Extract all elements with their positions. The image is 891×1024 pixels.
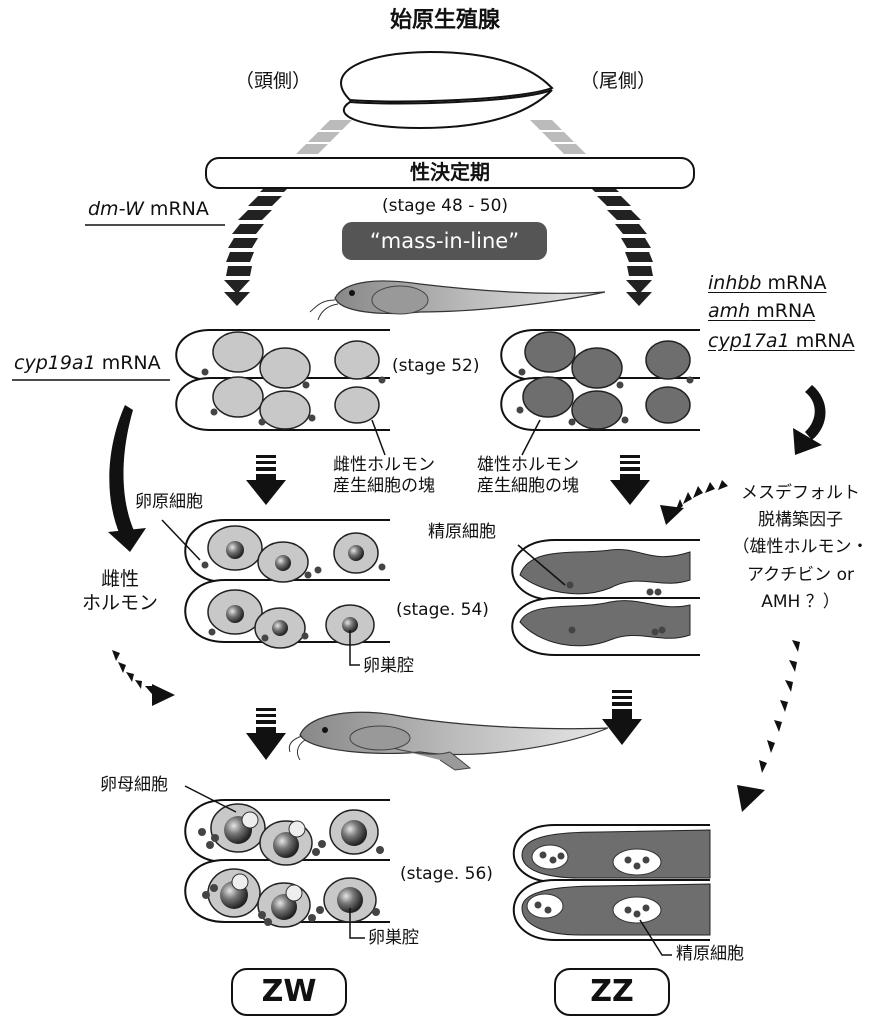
curved-arrow-estrogen bbox=[108, 405, 146, 552]
ovarian-cavity-label-1: 卵巣腔 bbox=[363, 656, 414, 676]
label-cranial-side: （頭側） bbox=[235, 70, 312, 92]
gonad-male-stage56 bbox=[512, 824, 711, 941]
stage-52-label: (stage 52) bbox=[392, 356, 480, 376]
callout-lines-54 bbox=[161, 519, 566, 666]
female-hormone-cluster-label: 雌性ホルモン 産生細胞の塊 bbox=[318, 455, 450, 498]
dm-w-label: dm-W mRNA bbox=[88, 198, 209, 222]
spermatogonia-label-bottom: 精原細胞 bbox=[676, 944, 744, 964]
estrogen-line2: ホルモン bbox=[81, 591, 158, 614]
chevron-arrow-dark-right bbox=[585, 182, 653, 306]
factor-line4: アクチビン or bbox=[747, 564, 854, 585]
cyp17a1-suffix: mRNA bbox=[789, 330, 855, 352]
female-default-deconstruction-factor-label: メスデフォルト 脱構築因子 （雄性ホルモン・ アクチビン or AMH ？） bbox=[718, 480, 883, 616]
sex-determination-period-label: 性決定期 bbox=[410, 160, 490, 184]
tadpole-illustration-small bbox=[309, 280, 606, 321]
estrogen-label: 雌性 ホルモン bbox=[70, 568, 170, 616]
gonad-female-stage56 bbox=[184, 799, 390, 928]
cyp17a1-gene: cyp17a1 bbox=[708, 330, 790, 352]
label-caudal-side: （尾側） bbox=[580, 70, 657, 92]
inhbb-label: inhbb mRNA bbox=[708, 272, 826, 296]
female-cluster-line1: 雌性ホルモン bbox=[333, 455, 435, 475]
striped-arrow-factor bbox=[660, 480, 728, 525]
ovarian-cavity-label-2: 卵巣腔 bbox=[368, 928, 419, 948]
chevron-arrow-dark-left bbox=[224, 182, 294, 306]
chevron-arrow-light-left bbox=[296, 120, 352, 154]
mass-in-line-box: “mass-in-line” bbox=[342, 222, 547, 260]
male-cluster-line1: 雄性ホルモン bbox=[477, 455, 579, 475]
estrogen-line1: 雌性 bbox=[100, 568, 139, 590]
dm-w-suffix: mRNA bbox=[143, 198, 209, 220]
male-hormone-cluster-label: 雄性ホルモン 産生細胞の塊 bbox=[462, 455, 594, 498]
stage-54-label: (stage. 54) bbox=[396, 600, 489, 620]
genotype-zw-label: ZW bbox=[261, 974, 317, 1009]
callout-lines-56 bbox=[184, 785, 672, 956]
mass-in-line-label: “mass-in-line” bbox=[369, 229, 520, 253]
gonad-male-stage52 bbox=[500, 329, 700, 431]
cyp19a1-label: cyp19a1 mRNA bbox=[14, 352, 161, 376]
primordial-gonad bbox=[340, 50, 554, 130]
stage-48-50-label: (stage 48 - 50) bbox=[381, 196, 509, 216]
factor-line2: 脱構築因子 bbox=[758, 510, 843, 531]
block-arrow-down-right-1 bbox=[610, 455, 650, 505]
oocyte-label: 卵母細胞 bbox=[100, 775, 168, 795]
chevron-arrow-light-right bbox=[530, 120, 586, 154]
male-cluster-line2: 産生細胞の塊 bbox=[477, 476, 579, 497]
block-arrow-down-left-1 bbox=[246, 455, 286, 505]
gonad-male-stage54 bbox=[511, 539, 700, 656]
female-cluster-line2: 産生細胞の塊 bbox=[333, 476, 435, 497]
amh-gene: amh bbox=[708, 300, 751, 322]
inhbb-suffix: mRNA bbox=[761, 272, 827, 294]
sex-determination-period-box: 性決定期 bbox=[205, 157, 695, 189]
genotype-zz-label: ZZ bbox=[590, 974, 634, 1009]
primordial-gonad-title: 始原生殖腺 bbox=[389, 8, 500, 33]
gonad-female-stage52 bbox=[175, 329, 390, 431]
cyp17a1-label: cyp17a1 mRNA bbox=[708, 330, 855, 354]
striped-arrow-long-right bbox=[737, 640, 800, 812]
dm-w-gene: dm-W bbox=[88, 198, 144, 220]
curved-arrow-right-genes bbox=[793, 385, 826, 455]
genotype-zw-box: ZW bbox=[231, 968, 347, 1016]
amh-label: amh mRNA bbox=[708, 300, 815, 324]
factor-line3: （雄性ホルモン・ bbox=[732, 537, 869, 558]
block-arrow-down-left-2 bbox=[246, 708, 286, 760]
striped-arrow-estrogen bbox=[112, 650, 175, 706]
oogonia-label: 卵原細胞 bbox=[135, 492, 203, 512]
factor-line1: メスデフォルト bbox=[741, 483, 860, 503]
genotype-zz-box: ZZ bbox=[554, 968, 670, 1016]
amh-suffix: mRNA bbox=[750, 300, 816, 322]
gene-underlines bbox=[12, 224, 225, 381]
callout-lines-52 bbox=[371, 419, 541, 456]
factor-line5: AMH ？） bbox=[761, 591, 840, 612]
stage-56-label: (stage. 56) bbox=[400, 864, 493, 884]
cyp19a1-gene: cyp19a1 bbox=[14, 352, 96, 374]
tadpole-illustration-large bbox=[288, 711, 609, 771]
spermatogonia-label-top: 精原細胞 bbox=[428, 522, 496, 542]
block-arrow-down-right-2 bbox=[602, 690, 642, 745]
cyp19a1-suffix: mRNA bbox=[95, 352, 161, 374]
gonad-female-stage54 bbox=[184, 519, 390, 649]
inhbb-gene: inhbb bbox=[708, 272, 762, 294]
